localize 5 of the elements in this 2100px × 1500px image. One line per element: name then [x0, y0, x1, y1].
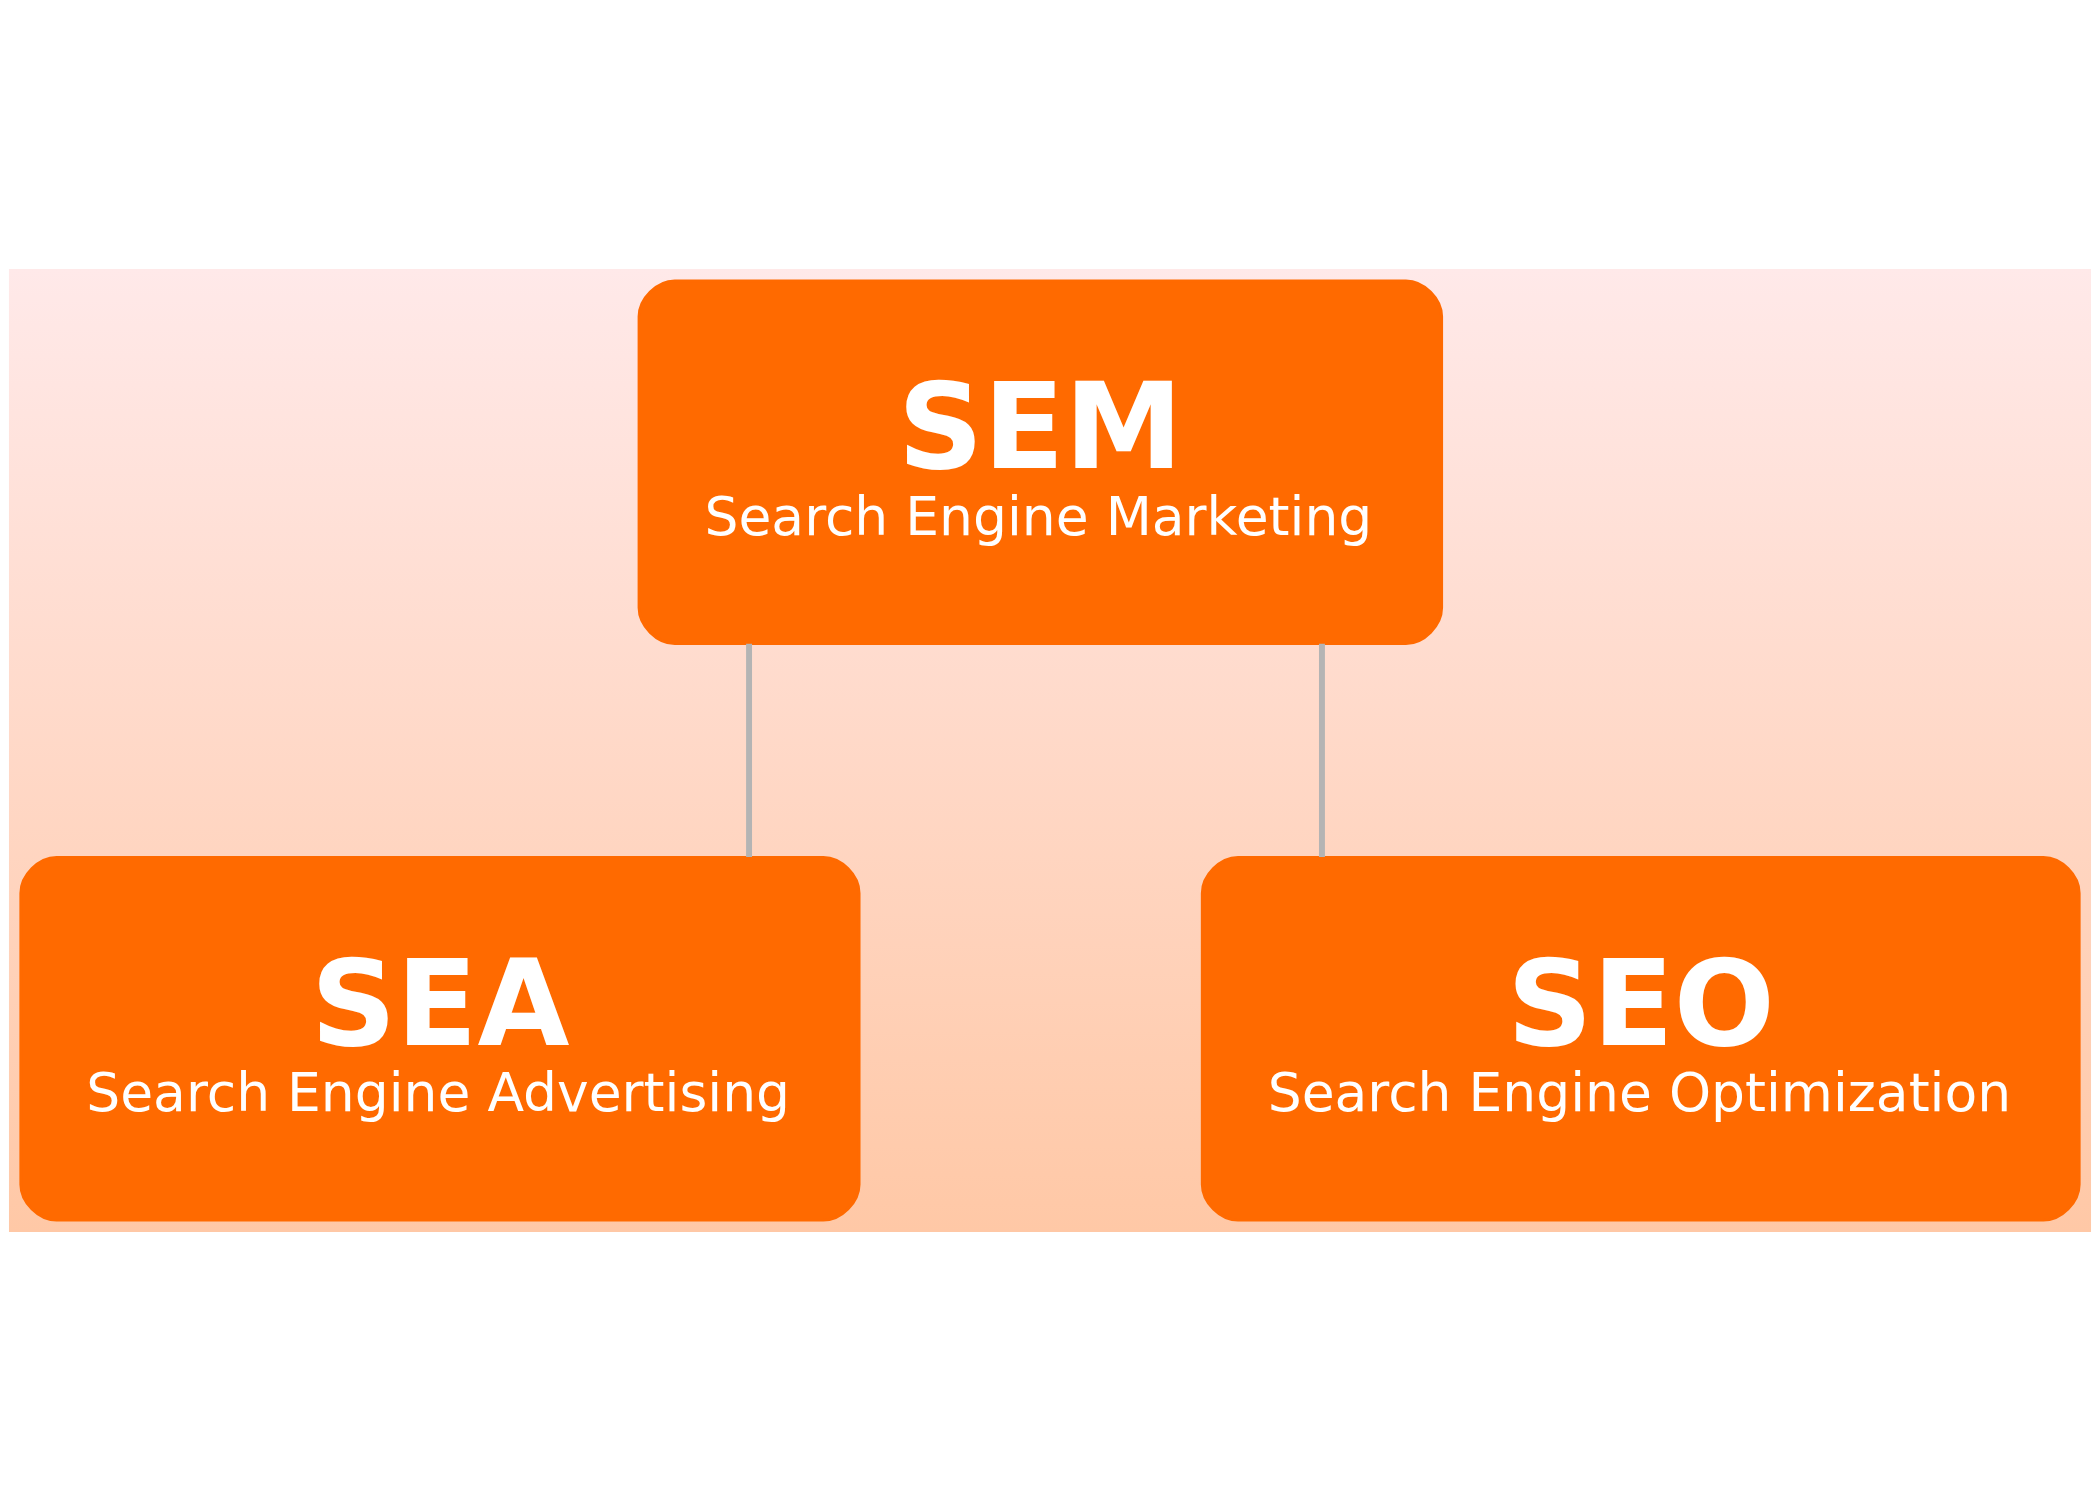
connector [1319, 643, 1325, 857]
node-box: SEO Search Engine Optimization [1200, 855, 2081, 1222]
connector [746, 643, 753, 857]
node-box: SEA Search Engine Advertising [19, 855, 861, 1222]
node-box: SEM Search Engine Marketing [637, 278, 1444, 645]
